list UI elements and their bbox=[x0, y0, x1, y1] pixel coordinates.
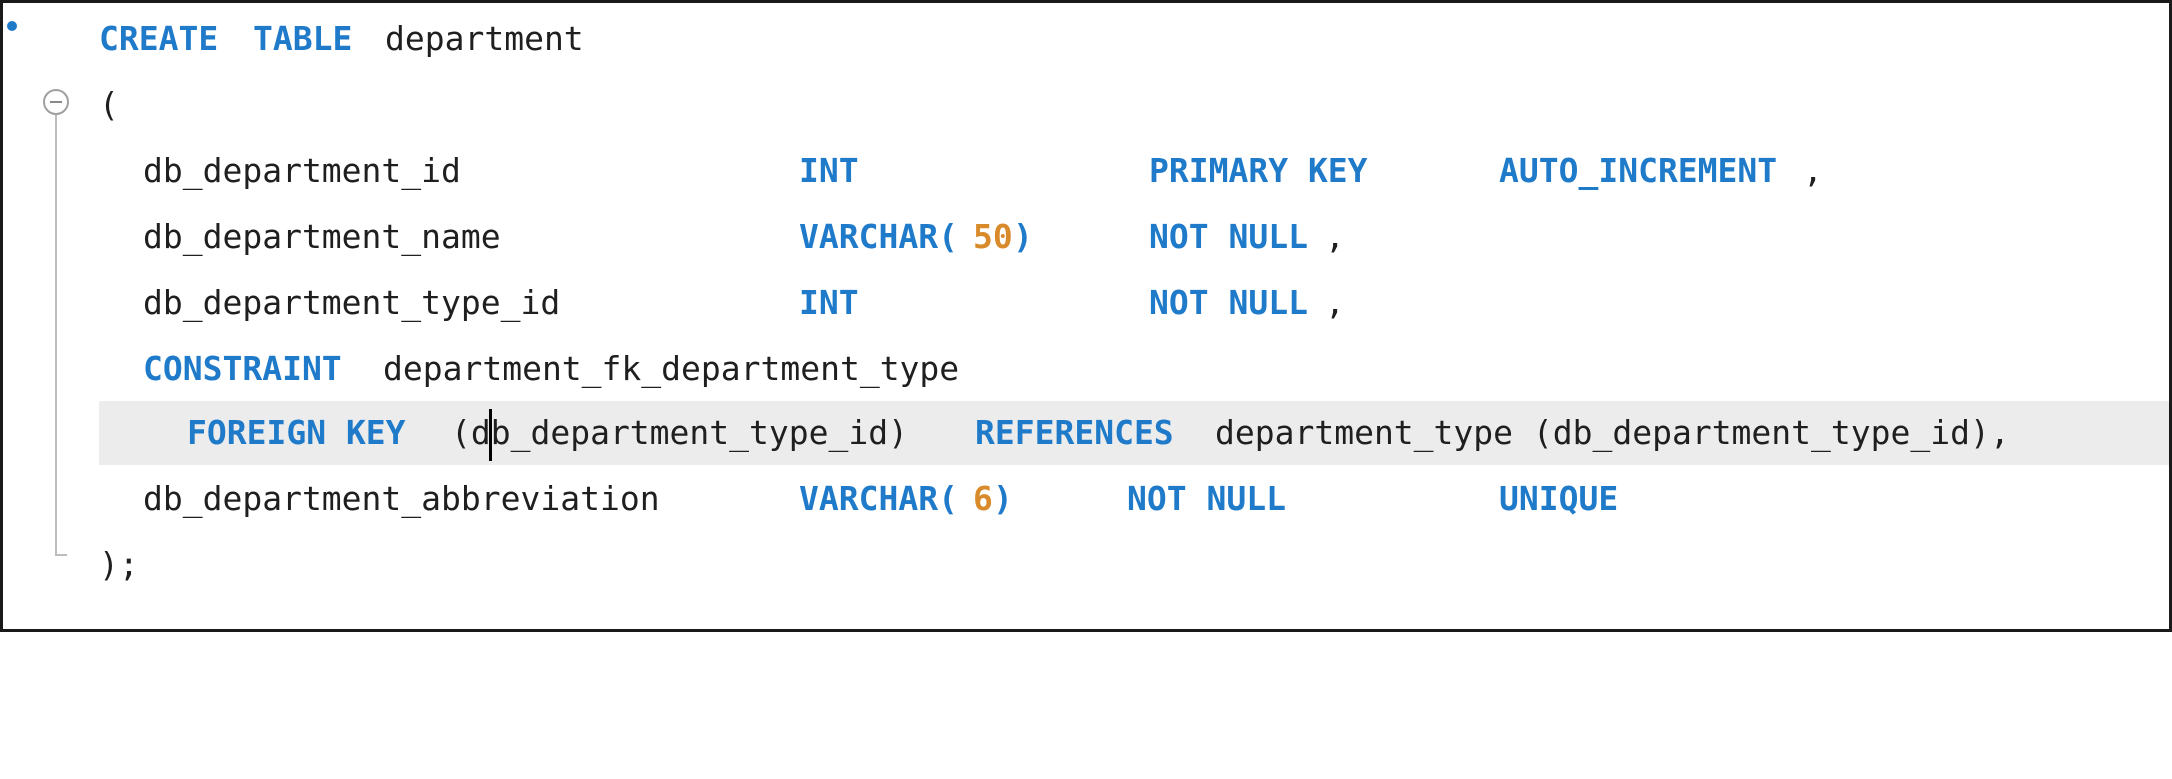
constraint-primary-key: PRIMARY KEY bbox=[1149, 151, 1368, 190]
comma: , bbox=[1325, 283, 1345, 322]
constraint-auto-increment: AUTO_INCREMENT bbox=[1499, 151, 1778, 190]
keyword-table: TABLE bbox=[253, 19, 353, 58]
code-line-1[interactable]: CREATE TABLE department bbox=[3, 7, 2169, 71]
type-length: 50 bbox=[973, 217, 1013, 256]
keyword-constraint: CONSTRAINT bbox=[143, 349, 342, 388]
close-paren-semicolon: ); bbox=[99, 545, 139, 584]
type-close-paren: ) bbox=[993, 479, 1013, 518]
keyword-references: REFERENCES bbox=[975, 413, 1174, 452]
column-type: INT bbox=[799, 283, 859, 322]
code-line-4[interactable]: db_department_name VARCHAR( 50 ) NOT NUL… bbox=[3, 205, 2169, 269]
screenshot-frame: CREATE TABLE department ( db_department_… bbox=[0, 0, 2172, 632]
column-type: VARCHAR( bbox=[799, 479, 958, 518]
code-line-5[interactable]: db_department_type_id INT NOT NULL , bbox=[3, 271, 2169, 335]
comma: , bbox=[1803, 151, 1823, 190]
sql-code-editor[interactable]: CREATE TABLE department ( db_department_… bbox=[3, 3, 2169, 629]
constraint-name: department_fk_department_type bbox=[383, 349, 960, 388]
comma: , bbox=[1325, 217, 1345, 256]
constraint-not-null: NOT NULL bbox=[1149, 283, 1308, 322]
code-line-8[interactable]: db_department_abbreviation VARCHAR( 6 ) … bbox=[3, 467, 2169, 531]
type-length: 6 bbox=[973, 479, 993, 518]
text-caret bbox=[489, 409, 492, 461]
collapse-minus-icon[interactable] bbox=[43, 89, 69, 115]
fold-guide-line bbox=[55, 115, 57, 555]
table-name: department bbox=[385, 19, 584, 58]
constraint-unique: UNIQUE bbox=[1499, 479, 1619, 518]
keyword-foreign-key: FOREIGN KEY bbox=[187, 413, 406, 452]
code-line-2[interactable]: ( bbox=[3, 73, 2169, 137]
code-line-3[interactable]: db_department_id INT PRIMARY KEY AUTO_IN… bbox=[3, 139, 2169, 203]
open-paren: ( bbox=[99, 85, 119, 124]
column-name: db_department_name bbox=[143, 217, 501, 256]
column-name: db_department_abbreviation bbox=[143, 479, 660, 518]
code-line-7-current[interactable]: FOREIGN KEY (db_department_type_id) REFE… bbox=[99, 401, 2169, 465]
column-type: VARCHAR( bbox=[799, 217, 958, 256]
type-close-paren: ) bbox=[1013, 217, 1033, 256]
fold-guide-end bbox=[55, 554, 67, 556]
constraint-not-null: NOT NULL bbox=[1127, 479, 1286, 518]
column-name: db_department_type_id bbox=[143, 283, 561, 322]
breakpoint-dot-icon[interactable] bbox=[7, 21, 17, 31]
column-name: db_department_id bbox=[143, 151, 461, 190]
keyword-create: CREATE bbox=[99, 19, 219, 58]
referenced-table: department_type (db_department_type_id), bbox=[1215, 413, 2010, 452]
column-type: INT bbox=[799, 151, 859, 190]
constraint-not-null: NOT NULL bbox=[1149, 217, 1308, 256]
referencing-column: (db_department_type_id) bbox=[451, 413, 908, 452]
code-line-6[interactable]: CONSTRAINT department_fk_department_type bbox=[3, 337, 2169, 401]
code-line-9[interactable]: ); bbox=[3, 533, 2169, 597]
